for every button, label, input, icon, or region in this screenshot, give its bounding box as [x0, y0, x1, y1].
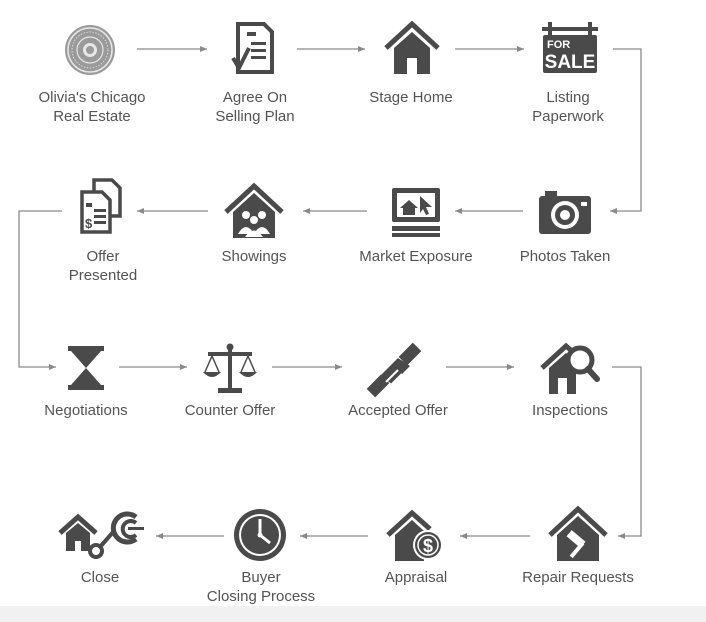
step-label-12: Inspections: [532, 402, 608, 419]
arrow-12-13: [612, 366, 642, 539]
step-label-9: Negotiations: [44, 402, 128, 419]
house-people-icon: [224, 182, 284, 242]
scales-icon: [200, 338, 260, 398]
step-label-8: Offer Presented: [68, 248, 138, 284]
documents-icon: $: [72, 176, 132, 236]
step-label-10: Counter Offer: [184, 402, 276, 419]
seal-icon: [60, 20, 120, 80]
contract-icon: [225, 18, 285, 78]
svg-text:$: $: [85, 216, 93, 231]
step-label-16: Close: [80, 569, 120, 586]
svg-text:$: $: [423, 536, 433, 556]
for-sale-sign-icon: FOR SALE: [540, 18, 600, 78]
sign-bottom-text: SALE: [545, 52, 596, 73]
arrow-4-5: [610, 48, 642, 214]
step-label-1: Olivia's Chicago Real Estate: [38, 89, 146, 125]
step-label-15: Buyer Closing Process: [206, 569, 316, 605]
bottom-bar: [0, 606, 706, 622]
handshake-icon: [364, 340, 424, 400]
step-label-3: Stage Home: [369, 89, 453, 106]
sign-top-text: FOR: [547, 39, 570, 51]
step-label-4: Listing Paperwork: [532, 89, 604, 125]
house-key-icon: [58, 505, 144, 565]
camera-icon: [535, 182, 595, 242]
step-label-2: Agree On Selling Plan: [215, 89, 295, 125]
house-hammer-icon: [548, 505, 608, 565]
clock-icon: [230, 505, 290, 565]
step-label-6: Market Exposure: [359, 248, 473, 265]
step-label-13: Repair Requests: [522, 569, 634, 586]
step-label-7: Showings: [221, 248, 287, 265]
step-label-11: Accepted Offer: [348, 402, 448, 419]
house-dollar-icon: $: [386, 505, 446, 565]
hourglass-icon: [56, 338, 116, 398]
step-label-14: Appraisal: [384, 569, 448, 586]
arrow-8-9: [18, 210, 62, 370]
computer-icon: [386, 182, 446, 242]
step-label-5: Photos Taken: [519, 248, 611, 265]
house-magnifier-icon: [540, 338, 600, 398]
house-icon: [382, 18, 442, 78]
